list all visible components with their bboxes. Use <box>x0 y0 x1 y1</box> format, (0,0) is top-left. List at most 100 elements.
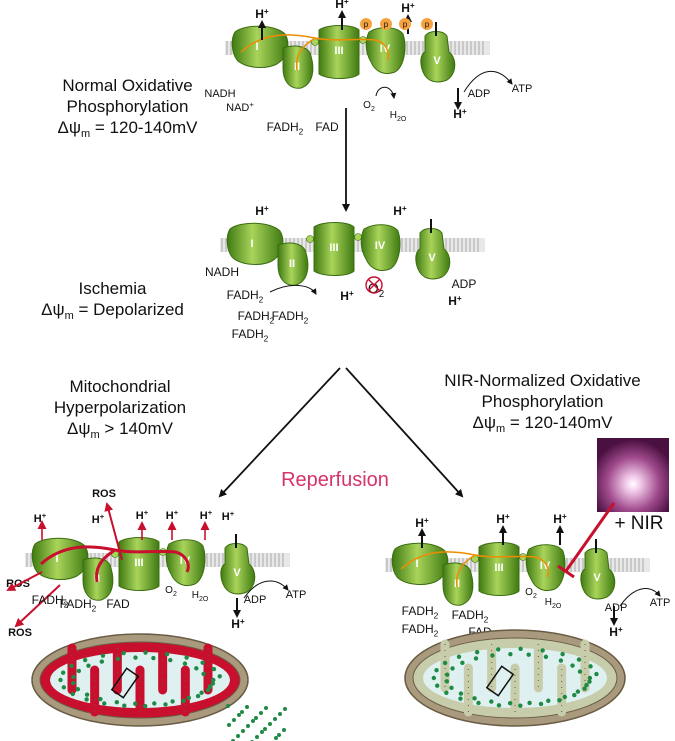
normal-oxphos-label: Normal Oxidative Phosphorylation Δψm = 1… <box>20 75 235 141</box>
hyper-complex-label-3: III <box>134 557 143 569</box>
ischemia-adp: ADP <box>452 277 477 291</box>
hyper-electron-path-ii <box>95 548 116 583</box>
hyper-h-plus-5: H+ <box>200 508 213 522</box>
ischemia-fadh2-3: FADH2 <box>272 309 309 326</box>
nir-mitochondrion <box>404 629 626 727</box>
normal-title-line1: Normal Oxidative <box>62 76 193 95</box>
reperfusion-label: Reperfusion <box>281 469 389 491</box>
hyper-o2: O2 <box>165 585 177 598</box>
ischemia-h-plus-3: H+ <box>340 288 354 303</box>
leaked-particle <box>241 729 245 733</box>
ischemia-complex-label-5: V <box>428 252 436 264</box>
ischemia-complex-2 <box>277 242 309 286</box>
hyper-adp: ADP <box>244 594 267 606</box>
nir-h-plus-3: H+ <box>496 511 510 526</box>
leaked-particle <box>268 722 272 726</box>
nir-complex-2 <box>442 562 474 606</box>
hyper-ros-3: ROS <box>8 627 32 639</box>
normal-complex-label-1: I <box>255 41 258 53</box>
ischemia-nadh: NADH <box>205 265 239 279</box>
phosphate-1 <box>360 18 372 30</box>
ischemia-fadh2-2: FADH2 <box>238 309 275 326</box>
nir-title-line1: NIR-Normalized Oxidative <box>444 371 641 390</box>
leaked-particle <box>283 707 287 711</box>
nir-adp: ADP <box>605 602 628 614</box>
hyper-h-plus-1: H+ <box>34 511 47 525</box>
normal-fadh2: FADH2 <box>267 120 304 137</box>
normal-complex-label-5: V <box>433 55 441 67</box>
leaked-particle <box>237 713 241 717</box>
leaked-particle <box>277 733 281 737</box>
nir-inhibition-line <box>564 502 616 572</box>
phosphate-2 <box>380 18 392 30</box>
leaked-particle <box>273 717 277 721</box>
nir-fadh2-1: FADH2 <box>402 604 439 621</box>
nir-complex-label-3: III <box>494 562 503 574</box>
hyper-fadh2-1: FADH2 <box>32 593 69 610</box>
normal-h2o: H2O <box>390 110 407 123</box>
phosphate-label-1: p <box>364 20 369 29</box>
hyperpolarization-label: Mitochondrial Hyperpolarization Δψm > 14… <box>20 376 220 442</box>
normal-membrane-potential: Δψm = 120-140mV <box>57 118 198 140</box>
ischemia-o2-cross-2 <box>367 278 381 292</box>
nir-complex-label-1: I <box>415 558 418 570</box>
arrow-to-nir-normalized <box>345 367 464 498</box>
nir-h-plus-4: H+ <box>553 511 567 526</box>
ischemia-title: Ischemia <box>78 279 147 298</box>
ischemia-complex-label-3: III <box>329 242 338 254</box>
nir-fadh2-2: FADH2 <box>402 622 439 639</box>
ischemia-fadh2-4: FADH2 <box>232 327 269 344</box>
normal-electron-path-ii <box>295 37 316 71</box>
leaked-particle <box>260 730 264 734</box>
normal-h-plus-4: H+ <box>401 0 415 15</box>
nir-electron-path-ii <box>455 554 476 588</box>
ischemia-label: Ischemia Δψm = Depolarized <box>10 278 215 323</box>
normal-fad: FAD <box>315 120 339 134</box>
normal-complex-label-4: IV <box>380 43 391 55</box>
nir-h-plus-5: H+ <box>609 624 623 639</box>
normal-nadh: NADH <box>204 88 235 100</box>
ischemia-h-plus-2: H+ <box>393 203 407 218</box>
normal-electron-path <box>240 34 389 61</box>
nir-complex-label-4: IV <box>540 560 551 572</box>
nir-title-line2: Phosphorylation <box>481 392 604 411</box>
leaked-particle <box>282 728 286 732</box>
hyper-complex-label-5: V <box>233 567 241 579</box>
hyper-electron-path <box>39 545 190 573</box>
nir-complex-1 <box>391 542 449 585</box>
leaked-particle <box>232 718 236 722</box>
nir-o2: O2 <box>525 587 537 600</box>
hyper-atp-arrow <box>243 580 289 599</box>
ischemia-o2: O2 <box>368 280 384 300</box>
ischemia-h-plus-4: H+ <box>448 293 462 308</box>
nir-atp-arrow <box>619 588 661 607</box>
phosphate-3 <box>399 18 411 30</box>
hyper-atp: ATP <box>286 589 307 601</box>
normal-nad-plus: NAD+ <box>226 100 254 114</box>
normal-complex-1 <box>231 25 289 68</box>
nir-complex-4 <box>525 544 566 592</box>
leaked-particle <box>263 727 267 731</box>
ischemia-fad-arrow <box>269 285 317 295</box>
hyper-h-plus-7: H+ <box>231 616 245 631</box>
nir-electron-path <box>400 551 549 578</box>
leaked-particle <box>240 710 244 714</box>
hyper-ros-arrow-1 <box>104 502 123 561</box>
hyper-title-line2: Hyperpolarization <box>53 398 187 417</box>
ischemia-o2-blocked-icon <box>365 276 383 294</box>
normal-o2-arrow <box>375 86 397 99</box>
normal-h-plus-3: H+ <box>335 0 349 11</box>
ischemia-fadh2-1: FADH2 <box>227 288 264 305</box>
normal-o2: O2 <box>363 100 375 113</box>
leaked-particle <box>259 711 263 715</box>
normal-complex-3 <box>318 25 360 79</box>
leaked-particle <box>278 712 282 716</box>
normal-h-plus-5: H+ <box>453 106 467 121</box>
leaked-particle <box>246 724 250 728</box>
ischemia-complex-label-1: I <box>250 238 253 250</box>
hyper-membrane-potential: Δψm > 140mV <box>67 419 173 441</box>
leaked-particle <box>236 734 240 738</box>
